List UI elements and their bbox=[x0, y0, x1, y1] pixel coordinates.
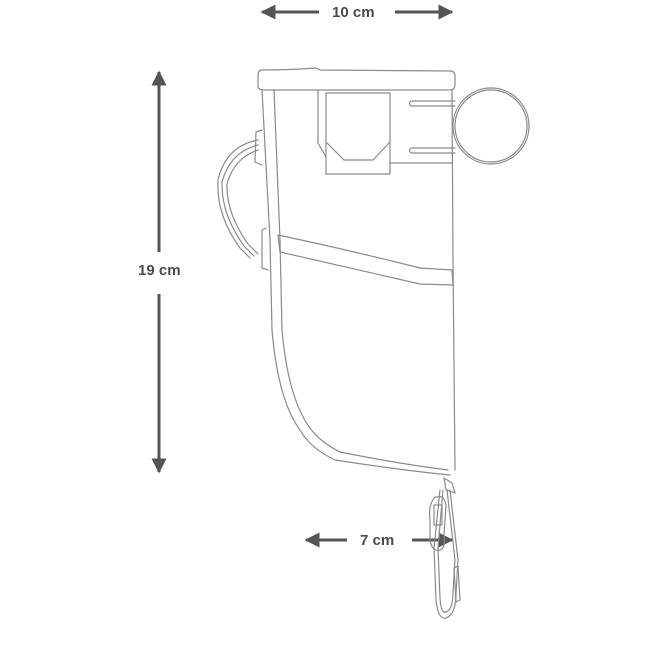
front-pocket bbox=[317, 89, 391, 175]
depth-dimension-label: 7 cm bbox=[358, 532, 397, 549]
bag-body-back-outer bbox=[261, 89, 451, 476]
height-dimension-label: 19 cm bbox=[136, 262, 183, 279]
handlebar-ring-outer bbox=[452, 87, 530, 165]
bag-body-back-inner bbox=[273, 89, 449, 471]
width-dimension-label: 10 cm bbox=[330, 4, 377, 21]
strap-slot-lower bbox=[408, 147, 456, 154]
side-strap-loop bbox=[217, 139, 259, 259]
strap-slot-upper bbox=[408, 100, 456, 107]
seam-band bbox=[277, 234, 454, 286]
cord-stopper bbox=[453, 565, 461, 603]
strap-anchor-top bbox=[254, 129, 263, 166]
top-lid bbox=[257, 67, 456, 91]
drawcord-toggle bbox=[443, 477, 456, 494]
strap-anchor-bottom bbox=[261, 227, 269, 271]
cord-clip bbox=[428, 496, 447, 551]
handlebar-ring-inner bbox=[454, 89, 528, 163]
pocket-flap bbox=[325, 141, 391, 161]
bag-body-front bbox=[451, 89, 456, 471]
